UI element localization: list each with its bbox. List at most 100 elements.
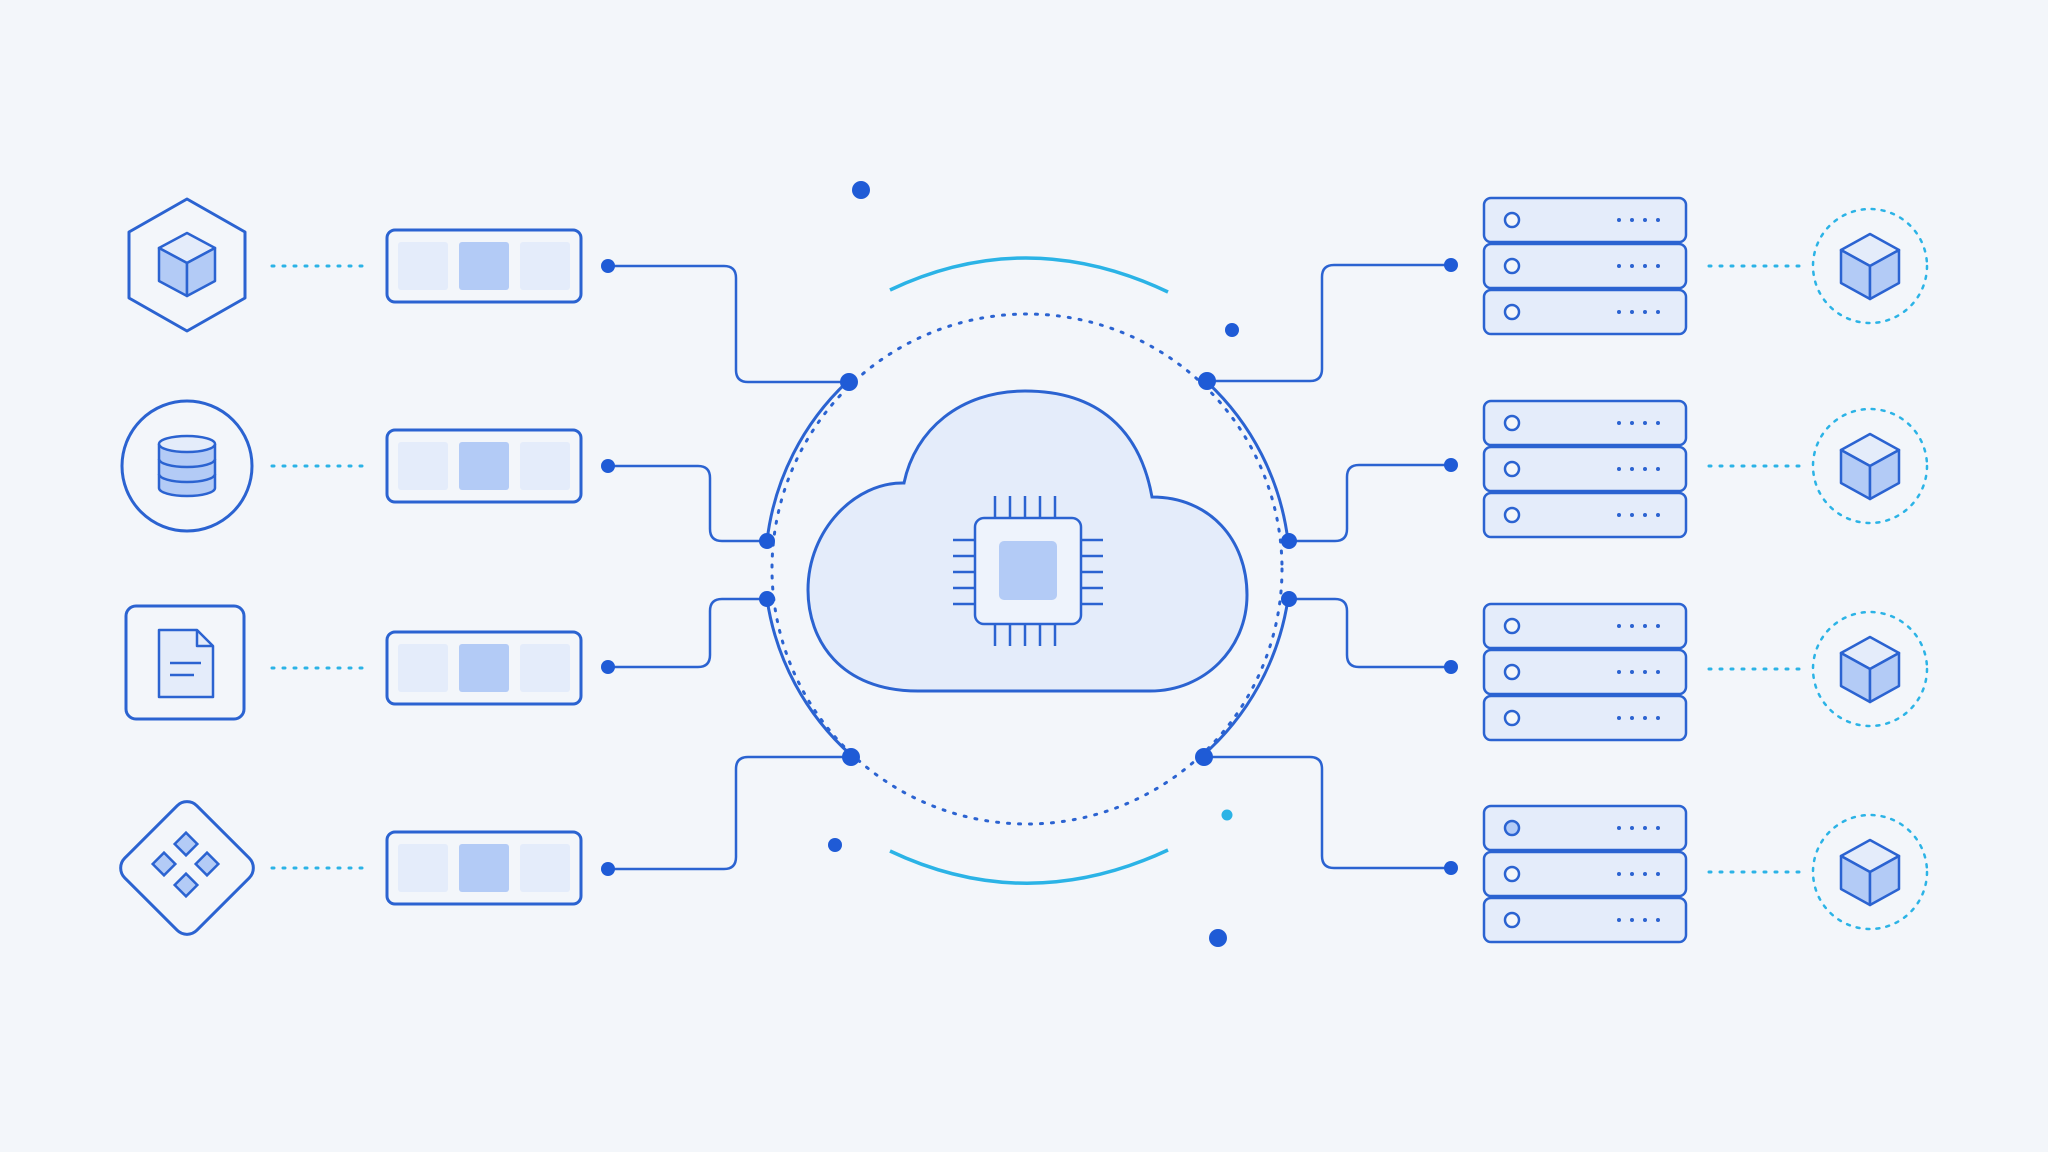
server-status-light: [1503, 617, 1521, 635]
hub-accent-arc-top: [889, 256, 1169, 294]
server-indicator-dots: [1617, 421, 1660, 425]
source-components-diamond[interactable]: [115, 796, 259, 940]
server-unit: [1482, 850, 1688, 898]
connectors-right: [1204, 263, 1451, 870]
dot-right-end-4: [1444, 861, 1458, 875]
dot-left-end-1: [601, 259, 615, 273]
server-stack-1[interactable]: [1482, 196, 1688, 336]
server-indicator-dots: [1617, 310, 1660, 314]
cube-icon: [1839, 635, 1901, 704]
server-indicator-dots: [1617, 264, 1660, 268]
connector-right-4: [1204, 755, 1451, 870]
server-unit: [1482, 491, 1688, 539]
node-dashed-ring: [1811, 813, 1929, 931]
server-status-light: [1503, 865, 1521, 883]
cube-icon: [1839, 232, 1901, 301]
connector-dots: [601, 181, 1458, 947]
cube-icon: [1839, 432, 1901, 501]
pipeline-blocks: [385, 228, 583, 906]
connector-left-1: [608, 264, 849, 384]
hub-arc-right-upper: [1205, 380, 1290, 542]
connectors-left: [608, 264, 851, 871]
dot-ring-8: [1195, 748, 1213, 766]
floating-dot-4: [1209, 929, 1227, 947]
server-indicator-dots: [1617, 670, 1660, 674]
source-cube-hexagon[interactable]: [127, 197, 247, 333]
connector-right-2: [1289, 463, 1451, 543]
server-indicator-dots: [1617, 513, 1660, 517]
server-stack-2[interactable]: [1482, 399, 1688, 539]
server-unit: [1482, 648, 1688, 696]
server-status-light: [1503, 709, 1521, 727]
node-cube-1[interactable]: [1811, 207, 1929, 325]
pipeline-block-1[interactable]: [385, 228, 583, 304]
node-cube-2[interactable]: [1811, 407, 1929, 525]
server-status-light: [1503, 303, 1521, 321]
server-indicator-dots: [1617, 826, 1660, 830]
server-stacks: [1482, 196, 1688, 944]
source-database-circle[interactable]: [120, 399, 254, 533]
floating-dot-accent: [1221, 809, 1233, 821]
server-stack-3[interactable]: [1482, 602, 1688, 742]
server-status-light: [1503, 663, 1521, 681]
document-icon: [157, 628, 215, 699]
dot-ring-1: [840, 373, 858, 391]
server-unit: [1482, 896, 1688, 944]
cpu-chip-icon: [953, 496, 1103, 646]
hub-arc-left-lower: [765, 598, 852, 757]
hub-arc-left-upper: [765, 379, 850, 542]
dot-ring-7: [1281, 591, 1297, 607]
dot-left-end-2: [601, 459, 615, 473]
server-status-light: [1503, 211, 1521, 229]
node-cube-3[interactable]: [1811, 610, 1929, 728]
cube-nodes: [1811, 207, 1929, 931]
server-unit: [1482, 288, 1688, 336]
source-document-square[interactable]: [124, 604, 246, 721]
floating-dot-2: [1225, 323, 1239, 337]
cube-icon: [157, 231, 217, 298]
hub-dotted-ring: [770, 312, 1284, 826]
components-icon: [150, 830, 221, 899]
dot-left-end-4: [601, 862, 615, 876]
dot-left-end-3: [601, 660, 615, 674]
server-status-light: [1503, 819, 1521, 837]
server-unit: [1482, 196, 1688, 244]
dot-ring-3: [759, 591, 775, 607]
connector-left-4: [608, 755, 851, 871]
connector-right-1: [1207, 263, 1451, 383]
pipeline-block-3[interactable]: [385, 630, 583, 706]
dot-right-end-2: [1444, 458, 1458, 472]
dot-ring-4: [842, 748, 860, 766]
pipeline-block-4[interactable]: [385, 830, 583, 906]
connector-left-3: [608, 597, 767, 669]
pipeline-block-2[interactable]: [385, 428, 583, 504]
server-unit: [1482, 602, 1688, 650]
node-links: [1707, 264, 1802, 874]
floating-dot-1: [852, 181, 870, 199]
node-dashed-ring: [1811, 207, 1929, 325]
server-unit: [1482, 804, 1688, 852]
server-unit: [1482, 445, 1688, 493]
node-dashed-ring: [1811, 407, 1929, 525]
server-indicator-dots: [1617, 918, 1660, 922]
server-stack-4[interactable]: [1482, 804, 1688, 944]
node-dashed-ring: [1811, 610, 1929, 728]
server-indicator-dots: [1617, 218, 1660, 222]
dot-ring-5: [1198, 372, 1216, 390]
dot-right-end-1: [1444, 258, 1458, 272]
server-unit: [1482, 694, 1688, 742]
server-indicator-dots: [1617, 716, 1660, 720]
floating-dot-3: [828, 838, 842, 852]
server-status-light: [1503, 414, 1521, 432]
dot-right-end-3: [1444, 660, 1458, 674]
hub-arc-right-lower: [1200, 598, 1290, 759]
server-status-light: [1503, 460, 1521, 478]
server-status-light: [1503, 911, 1521, 929]
node-cube-4[interactable]: [1811, 813, 1929, 931]
server-status-light: [1503, 506, 1521, 524]
server-unit: [1482, 242, 1688, 290]
server-indicator-dots: [1617, 872, 1660, 876]
hub-ring: [765, 256, 1290, 885]
hub-accent-arc-bottom: [889, 848, 1169, 885]
